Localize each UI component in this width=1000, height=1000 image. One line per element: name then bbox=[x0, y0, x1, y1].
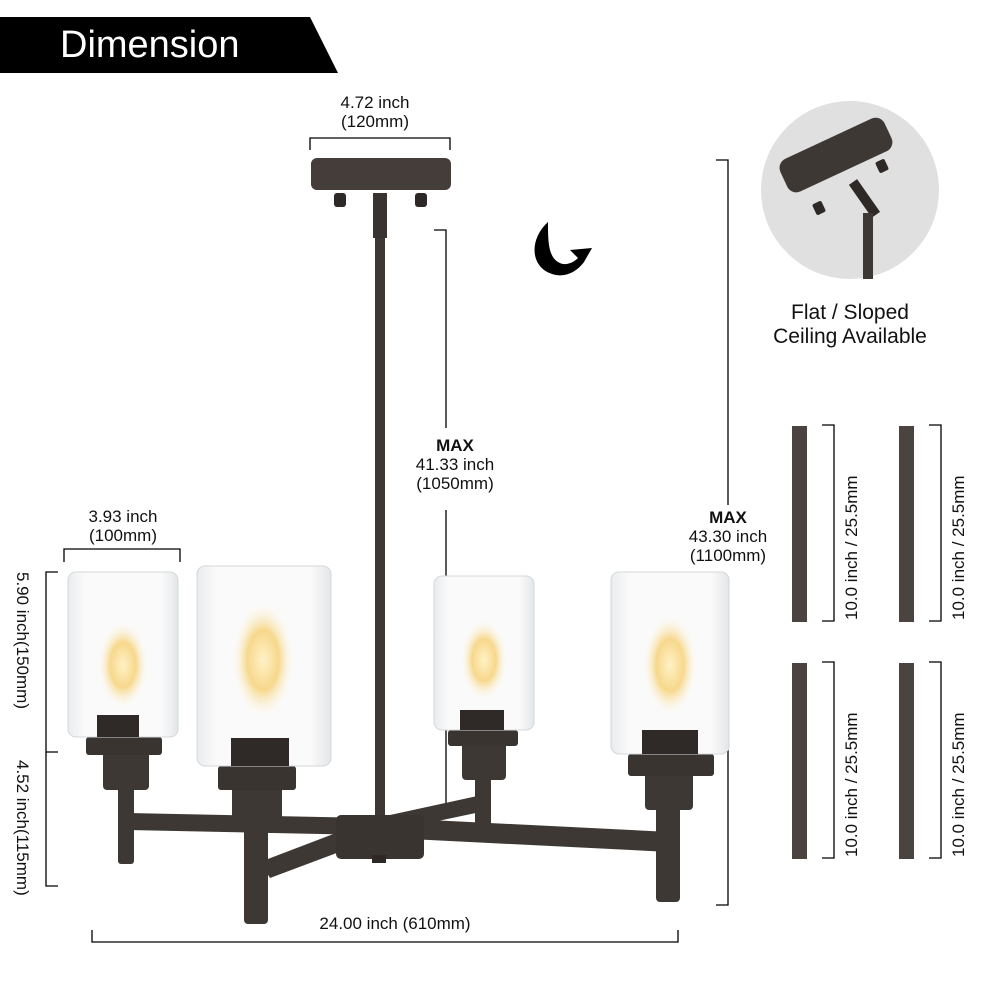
overall-width-label: 24.00 inch (610mm) bbox=[319, 914, 471, 933]
shade-height-label: 5.90 inch(150mm) bbox=[13, 572, 32, 710]
shade-width-bracket bbox=[63, 548, 181, 562]
sloped-ceiling-canopy-icon bbox=[761, 101, 939, 279]
rod-length-brackets bbox=[822, 424, 942, 859]
curved-arrow-icon bbox=[534, 222, 592, 276]
rod-4-label: 10.0 inch / 25.5mm bbox=[949, 712, 968, 857]
page-title: Dimension bbox=[60, 24, 240, 66]
canopy bbox=[311, 158, 451, 207]
total-height-label: MAX 43.30 inch (1100mm) bbox=[688, 508, 768, 565]
light-3 bbox=[433, 575, 535, 830]
light-2 bbox=[196, 565, 332, 924]
light-4 bbox=[610, 571, 730, 902]
downrod bbox=[373, 193, 387, 238]
rod-1-label: 10.0 inch / 25.5mm bbox=[842, 475, 861, 620]
ceiling-badge-caption: Flat / Sloped Ceiling Available bbox=[773, 301, 927, 348]
title-banner bbox=[0, 17, 338, 73]
rod-3-label: 10.0 inch / 25.5mm bbox=[842, 712, 861, 857]
overall-width-bracket bbox=[91, 930, 679, 943]
light-1 bbox=[67, 571, 179, 864]
left-height-brackets bbox=[45, 571, 58, 887]
rod-height-label: MAX 41.33 inch (1050mm) bbox=[415, 436, 495, 493]
arm-height-label: 4.52 inch(115mm) bbox=[13, 760, 32, 896]
extension-rods bbox=[792, 426, 914, 859]
rod-2-label: 10.0 inch / 25.5mm bbox=[949, 475, 968, 620]
arms bbox=[128, 795, 670, 878]
shade-width-label: 3.93 inch (100mm) bbox=[88, 507, 158, 545]
canopy-width-bracket bbox=[309, 137, 451, 150]
canopy-width-label: 4.72 inch (120mm) bbox=[340, 93, 410, 131]
